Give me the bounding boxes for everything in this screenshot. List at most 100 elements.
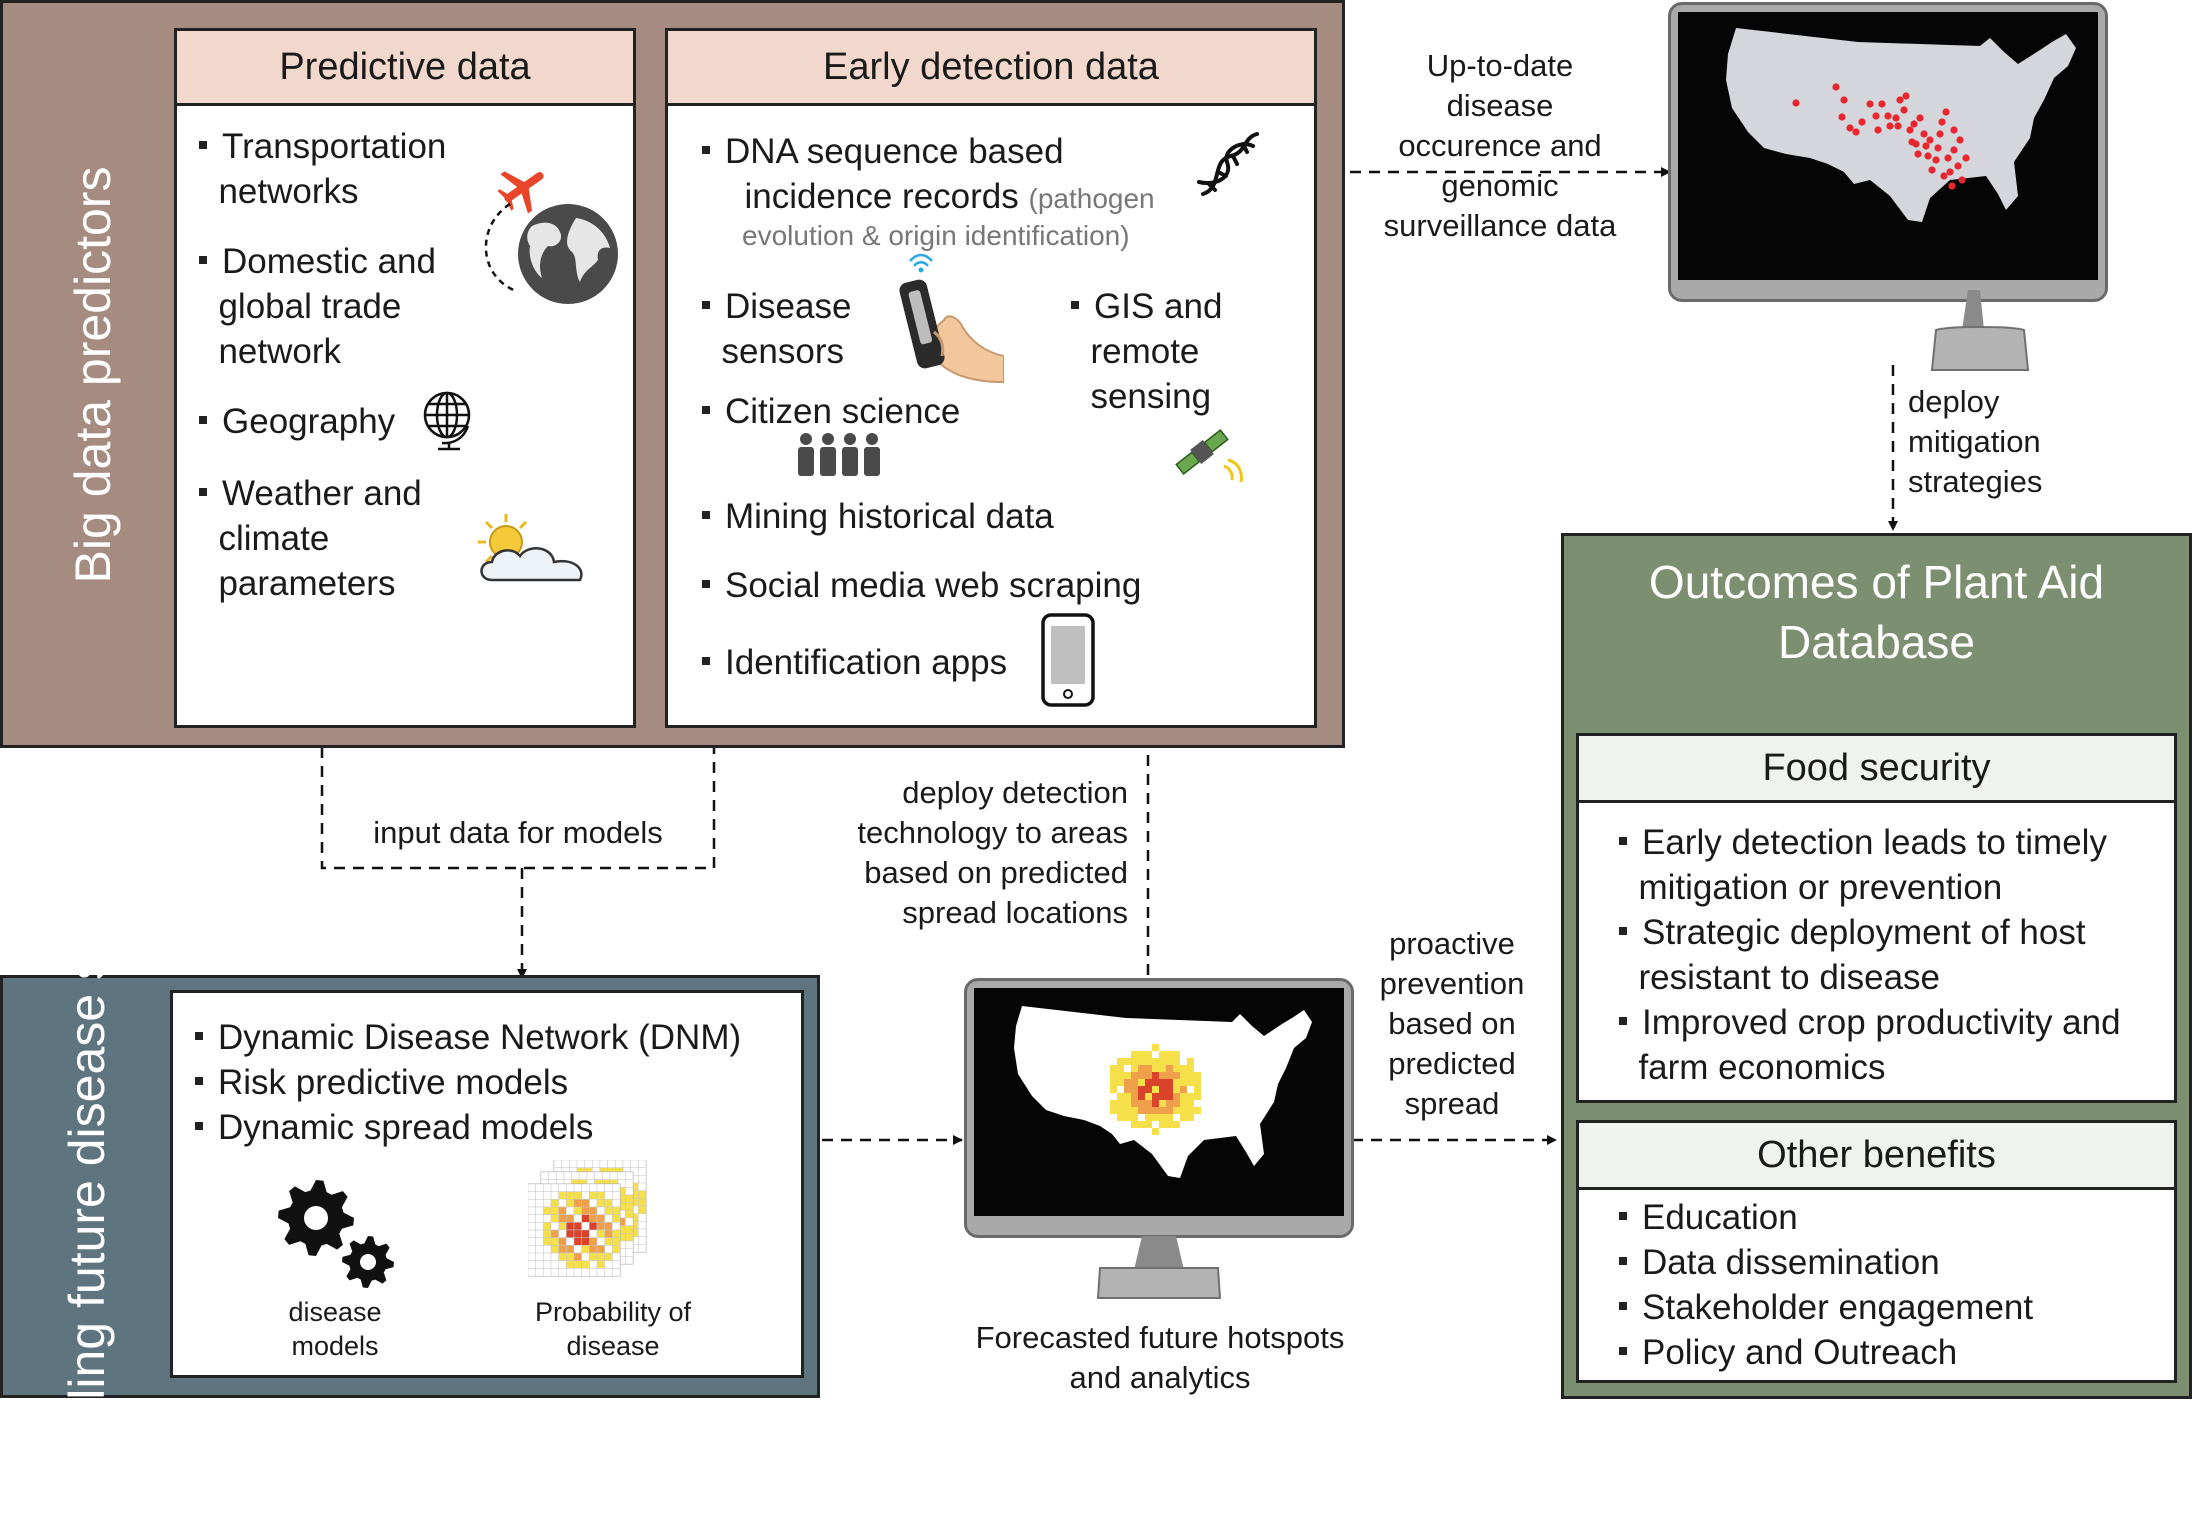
probability-grid-cell bbox=[581, 1206, 590, 1215]
outbreak-dot bbox=[1922, 142, 1930, 150]
probability-grid-cell bbox=[596, 1183, 605, 1192]
hotspot-cell bbox=[1138, 1121, 1145, 1128]
probability-grid-cell bbox=[550, 1183, 559, 1192]
probability-grid-cell bbox=[566, 1237, 575, 1246]
bullet-risk-predictive: Risk predictive models bbox=[195, 1060, 568, 1105]
forecast-map bbox=[1014, 1006, 1312, 1299]
hotspot-cell bbox=[1124, 1093, 1131, 1100]
probability-grid-cell bbox=[579, 1171, 588, 1180]
probability-grid-cell bbox=[589, 1191, 598, 1200]
probability-grid-cell bbox=[558, 1183, 567, 1192]
probability-grid-cell bbox=[581, 1183, 590, 1192]
probability-grid-cell bbox=[558, 1206, 567, 1215]
outbreak-dot bbox=[1858, 118, 1866, 126]
hotspot-cell bbox=[1180, 1079, 1187, 1086]
probability-grid-cell bbox=[566, 1206, 575, 1215]
probability-grid-cell bbox=[604, 1206, 613, 1215]
hotspot-cell bbox=[1131, 1086, 1138, 1093]
hotspot-cell bbox=[1173, 1121, 1180, 1128]
outbreak-dot bbox=[1914, 150, 1922, 158]
probability-grid-cell bbox=[638, 1236, 647, 1245]
hotspot-cell bbox=[1152, 1044, 1159, 1051]
hotspot-cell bbox=[1166, 1093, 1173, 1100]
probability-grid-cell bbox=[638, 1175, 647, 1184]
probability-grid-cell bbox=[596, 1268, 605, 1277]
hotspot-cell bbox=[1159, 1093, 1166, 1100]
probability-grid-cell bbox=[558, 1245, 567, 1254]
bullet-gis-remote-sensing: GIS and remote sensing bbox=[1071, 284, 1222, 419]
probability-grid-cell bbox=[535, 1222, 544, 1231]
probability-grid-cell bbox=[630, 1160, 639, 1168]
probability-grid-cell bbox=[553, 1160, 562, 1168]
probability-grid-cell bbox=[540, 1171, 549, 1180]
hotspot-cell bbox=[1180, 1086, 1187, 1093]
probability-grid-cell bbox=[566, 1229, 575, 1238]
hotspot-cell bbox=[1131, 1100, 1138, 1107]
hotspot-cell bbox=[1187, 1079, 1194, 1086]
hotspot-cell bbox=[1117, 1093, 1124, 1100]
hotspot-cell bbox=[1131, 1058, 1138, 1065]
bullet-education: Education bbox=[1619, 1195, 1798, 1240]
probability-grid-cell bbox=[604, 1260, 613, 1269]
probability-grid-cell bbox=[625, 1187, 634, 1196]
probability-grid-cell bbox=[625, 1225, 634, 1234]
surveillance-map bbox=[1726, 28, 2076, 371]
probability-grid-cell bbox=[589, 1183, 598, 1192]
probability-grid-cell bbox=[566, 1191, 575, 1200]
probability-grid-cell bbox=[566, 1252, 575, 1261]
probability-grid-cell bbox=[528, 1268, 536, 1277]
hotspot-cell bbox=[1131, 1051, 1138, 1058]
bullet-crop-productivity: Improved crop productivity and farm econ… bbox=[1619, 1000, 2121, 1090]
hotspot-cell bbox=[1187, 1093, 1194, 1100]
outbreak-dot bbox=[1962, 154, 1970, 162]
probability-grid-cell bbox=[596, 1191, 605, 1200]
hotspot-cell bbox=[1159, 1121, 1166, 1128]
outbreak-dot bbox=[1926, 136, 1934, 144]
probability-grid-cell bbox=[550, 1214, 559, 1223]
probability-grid-cell bbox=[604, 1268, 613, 1277]
other-benefits-header: Other benefits bbox=[1579, 1123, 2174, 1190]
probability-grid-cell bbox=[550, 1229, 559, 1238]
hotspot-cell bbox=[1145, 1086, 1152, 1093]
probability-grid-cell bbox=[612, 1222, 621, 1231]
hotspot-cell bbox=[1110, 1072, 1117, 1079]
probability-grid-cell bbox=[573, 1252, 582, 1261]
probability-grid-cell bbox=[589, 1237, 598, 1246]
probability-grid-cell bbox=[566, 1183, 575, 1192]
probability-grid-cell bbox=[528, 1206, 536, 1215]
outbreak-dot bbox=[1924, 152, 1932, 160]
probability-grid-cell bbox=[638, 1198, 647, 1207]
hotspot-cell bbox=[1173, 1093, 1180, 1100]
forecasted-hotspots-label: Forecasted future hotspots and analytics bbox=[975, 1320, 1345, 1395]
dna-icon bbox=[1197, 132, 1259, 196]
outbreak-dot bbox=[1902, 92, 1910, 100]
probability-grid-cell bbox=[581, 1199, 590, 1208]
probability-grid-cell bbox=[638, 1228, 647, 1237]
early-detection-header: Early detection data bbox=[668, 31, 1314, 106]
probability-grid-cell bbox=[535, 1199, 544, 1208]
hotspot-cell bbox=[1131, 1093, 1138, 1100]
probability-grid-cell bbox=[573, 1237, 582, 1246]
outbreak-dot bbox=[1886, 122, 1894, 130]
hotspot-cell bbox=[1124, 1114, 1131, 1121]
probability-grid-cell bbox=[604, 1214, 613, 1223]
probability-grid-cell bbox=[535, 1260, 544, 1269]
probability-grid-cell bbox=[581, 1214, 590, 1223]
hotspot-cell bbox=[1159, 1079, 1166, 1086]
hotspot-cell bbox=[1180, 1114, 1187, 1121]
probability-grid-cell bbox=[528, 1183, 536, 1192]
probability-grid-cell bbox=[535, 1229, 544, 1238]
outbreak-dot bbox=[1866, 100, 1874, 108]
hotspot-cell bbox=[1152, 1093, 1159, 1100]
outbreak-dot bbox=[1954, 162, 1962, 170]
probability-grid-cell bbox=[589, 1252, 598, 1261]
probability-grid-cell bbox=[622, 1160, 631, 1168]
hotspot-cell bbox=[1159, 1051, 1166, 1058]
probability-grid-cell bbox=[543, 1222, 552, 1231]
outbreak-dot bbox=[1852, 128, 1860, 136]
hotspot-cell bbox=[1173, 1072, 1180, 1079]
probability-grid-icon bbox=[528, 1160, 647, 1277]
hotspot-cell bbox=[1124, 1100, 1131, 1107]
hotspot-cell bbox=[1194, 1079, 1201, 1086]
surveillance-label: Up-to-date disease occurence and genomic… bbox=[1383, 48, 1617, 243]
